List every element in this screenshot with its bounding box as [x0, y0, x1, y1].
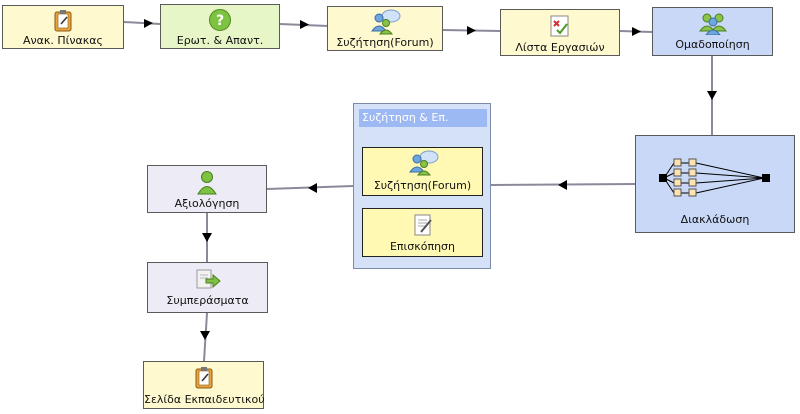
node-label: Συμπεράσματα [166, 294, 249, 307]
node-label: Ανακ. Πίνακας [23, 34, 103, 47]
node-task-list[interactable]: Λίστα Εργασιών [500, 9, 620, 56]
node-notice-board[interactable]: Ανακ. Πίνακας [2, 5, 124, 49]
node-teacher-page[interactable]: Σελίδα Εκπαιδευτικού [143, 361, 265, 409]
arrowhead [558, 180, 567, 190]
node-label: Σελίδα Εκπαιδευτικού [144, 393, 265, 406]
forum-users-icon [408, 150, 438, 176]
arrowhead [707, 91, 717, 100]
node-label: Ομαδοποίηση [675, 38, 750, 51]
forum-users-icon [371, 9, 401, 35]
node-label: Επισκόπηση [389, 240, 456, 253]
arrowhead [308, 183, 317, 193]
question-icon: ? [209, 9, 231, 31]
node-qa[interactable]: ? Ερωτ. & Απαντ. [160, 4, 280, 49]
group-node-review[interactable]: Επισκόπηση [362, 208, 483, 257]
group-node-forum[interactable]: Συζήτηση(Forum) [362, 147, 483, 196]
node-label: Λίστα Εργασιών [515, 41, 605, 54]
node-conclusions[interactable]: Συμπεράσματα [147, 262, 268, 313]
svg-text:?: ? [216, 13, 224, 29]
branching-icon [659, 158, 770, 197]
node-evaluation[interactable]: Αξιολόγηση [147, 165, 267, 213]
node-branching[interactable]: Διακλάδωση [635, 135, 795, 233]
node-grouping[interactable]: Ομαδοποίηση [652, 7, 773, 56]
notepad-icon [195, 367, 212, 389]
task-list-icon [550, 15, 569, 37]
group-users-icon [698, 13, 727, 35]
node-label: Διακλάδωση [680, 213, 750, 226]
arrowhead [200, 331, 210, 340]
group-title: Συζήτηση & Επ. [359, 109, 487, 127]
node-label: Ερωτ. & Απαντ. [176, 34, 264, 47]
arrowhead [467, 26, 476, 35]
node-label: Συζήτηση(Forum) [336, 36, 434, 49]
node-forum[interactable]: Συζήτηση(Forum) [327, 6, 443, 51]
notepad-icon [54, 10, 72, 32]
node-label: Συζήτηση(Forum) [373, 179, 472, 192]
review-document-icon [414, 214, 432, 236]
arrowhead [632, 27, 641, 36]
arrowhead [144, 19, 153, 28]
activity-group[interactable]: Συζήτηση & Επ. Συζήτηση(Forum) Επισκόπησ… [353, 103, 491, 269]
node-label: Αξιολόγηση [174, 197, 240, 210]
arrowhead [202, 233, 212, 242]
document-arrow-icon [196, 269, 221, 289]
user-icon [197, 171, 217, 195]
arrowhead [300, 20, 309, 29]
edge-notice-to-qa [123, 21, 161, 25]
